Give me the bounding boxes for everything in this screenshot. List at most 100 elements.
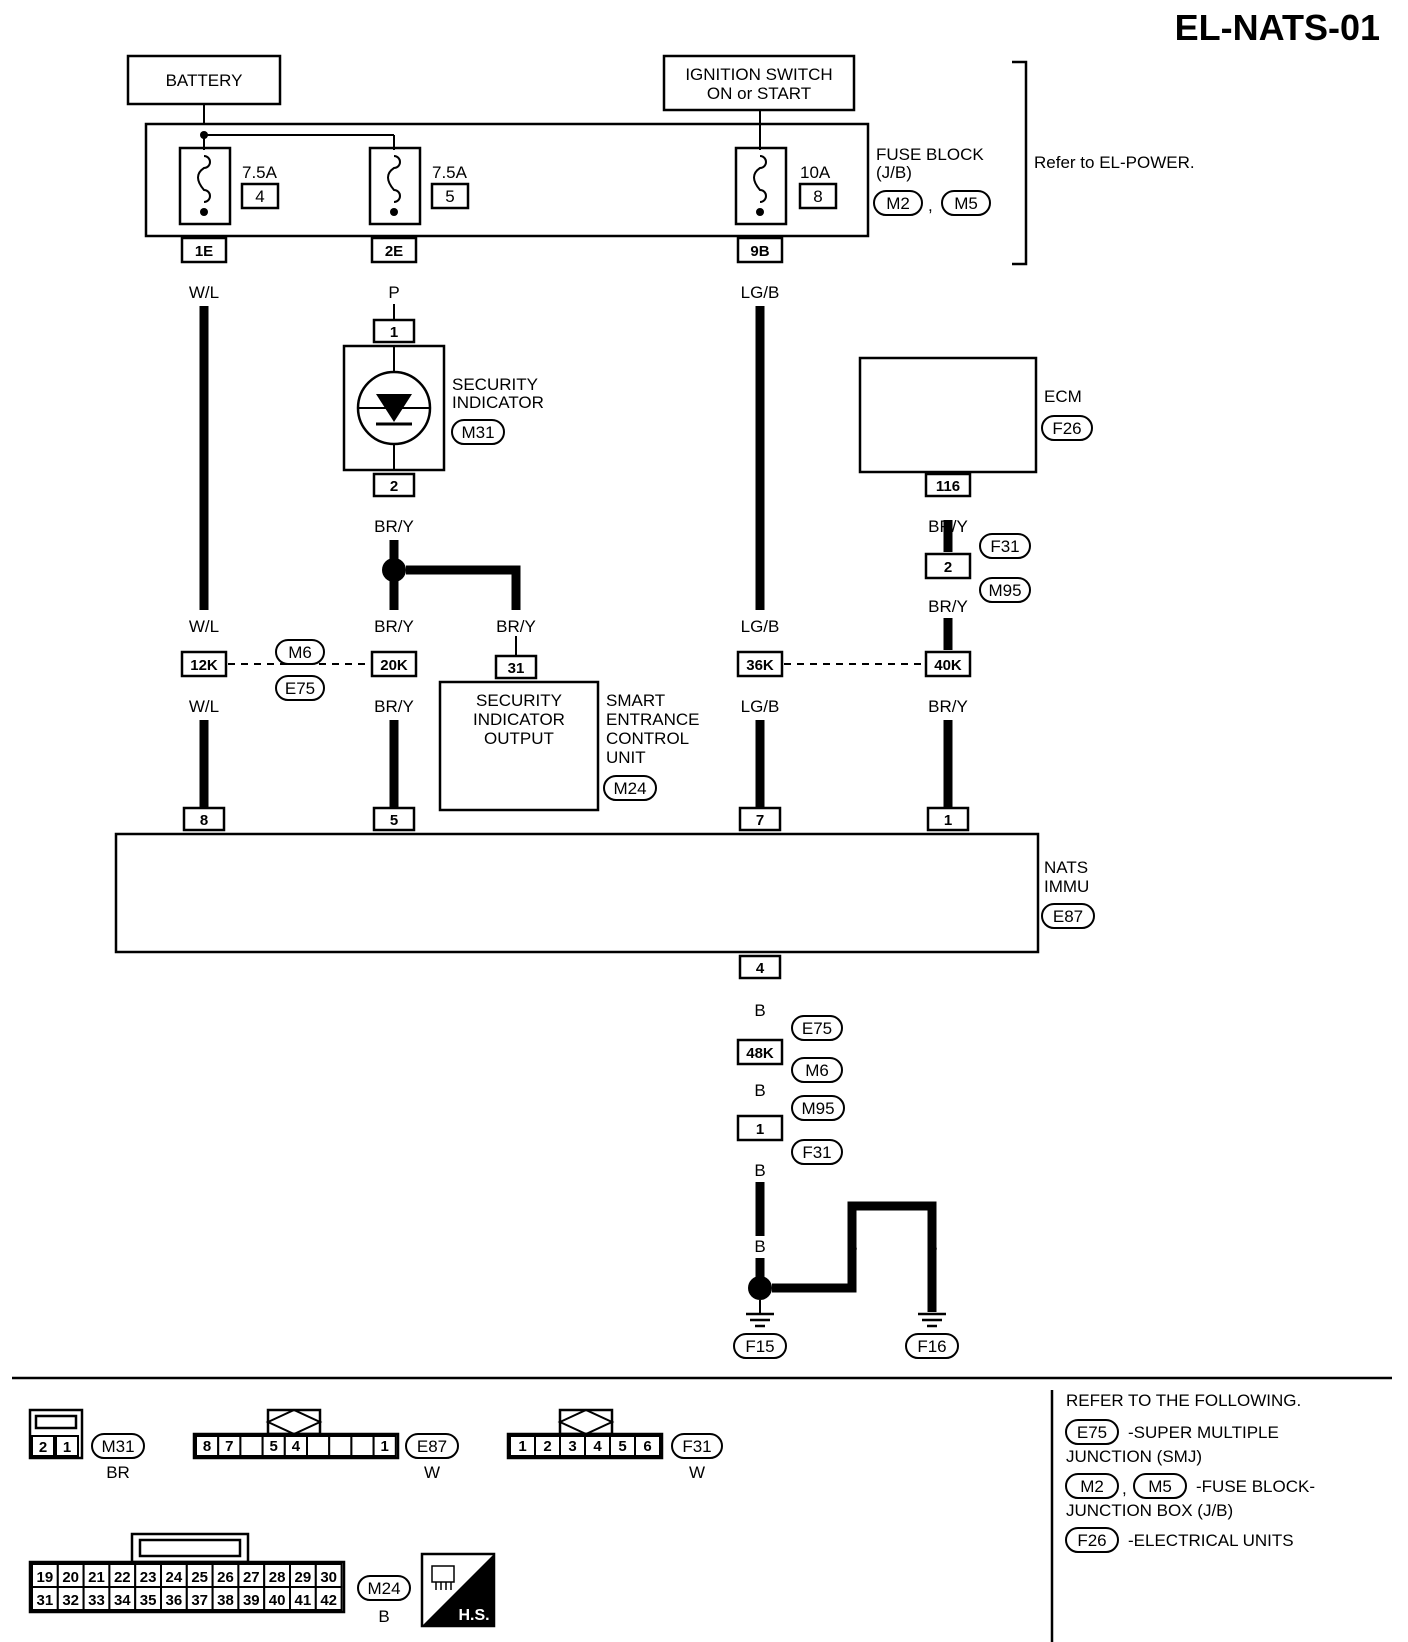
svg-text:1E: 1E [195,243,213,260]
joint-48k: 48K [736,1038,784,1066]
fuse-block-label-1: FUSE BLOCK [876,145,984,164]
nats-immu [114,832,1040,954]
hs-icon-label: H.S. [458,1607,489,1624]
connector-cell-label: 19 [37,1569,54,1586]
fuse-block-conn-m2: M2 [886,194,910,213]
refer-fb-desc-2: JUNCTION BOX (J/B) [1066,1501,1233,1520]
connector-cell-label: 37 [191,1592,208,1609]
wire-label-wl-low: W/L [189,697,219,716]
fuse-8-number: 8 [813,187,822,206]
connector-m31-name: M31 [101,1437,134,1456]
ground-joint-pin-1: 1 [756,1121,764,1138]
svg-text:12K: 12K [190,657,218,674]
connector-cell-label: 24 [166,1569,183,1586]
connector-cell-label: 30 [320,1569,337,1586]
joint-pin-2: 2 [944,559,952,576]
connector-cell-label: 31 [37,1592,54,1609]
wire-label-b-1: B [754,1001,765,1020]
wire-label-b-3: B [754,1161,765,1180]
svg-text:9B: 9B [750,243,769,260]
svg-text:2: 2 [39,1439,47,1456]
refer-e75-desc-2: JUNCTION (SMJ) [1066,1447,1202,1466]
connector-cell-label: 41 [295,1592,312,1609]
connector-cell-label: 26 [217,1569,234,1586]
svg-text:2E: 2E [385,243,403,260]
connector-e87-name: E87 [417,1437,447,1456]
connector-cell-label: 23 [140,1569,157,1586]
connector-cell-label: 20 [62,1569,79,1586]
terminal-1e: 1E [180,236,228,264]
connector-cell-label: 38 [217,1592,234,1609]
nats-pin-8: 8 [200,812,208,829]
refer-m2: M2 [1080,1477,1104,1496]
joint-conn-f31: F31 [990,537,1019,556]
connector-cell-label: 4 [292,1438,301,1455]
connector-cell-label: 4 [593,1438,602,1455]
smart-unit-inner-2: INDICATOR [473,710,565,729]
connector-cell-label: 5 [270,1438,278,1455]
ignition-label-2: ON or START [707,84,811,103]
connector-cell [634,1435,661,1457]
connector-cell-label: 36 [166,1592,183,1609]
joint-36k: 36K [736,650,784,678]
wire-label-bry-ecm-3: BR/Y [928,697,968,716]
fuse-4-rating: 7.5A [242,163,278,182]
connector-cell-label: 33 [88,1592,105,1609]
connector-cell-label: 25 [191,1569,208,1586]
ecm-label: ECM [1044,387,1082,406]
splice-dot-ground [748,1276,772,1300]
security-indicator-conn: M31 [461,423,494,442]
wire-label-wl-top: W/L [189,283,219,302]
nats-label-1: NATS [1044,858,1088,877]
connector-cell-label: 22 [114,1569,131,1586]
connector-cell-label: 28 [269,1569,286,1586]
connector-cell-label: 29 [295,1569,312,1586]
terminal-9b: 9B [736,236,784,264]
ground-joint-conn-e75: E75 [802,1019,832,1038]
connector-cell-label: 6 [643,1438,651,1455]
ignition-label-1: IGNITION SWITCH [685,65,832,84]
refer-fb-desc-1: -FUSE BLOCK- [1196,1477,1315,1496]
connector-cell-label: 39 [243,1592,260,1609]
refer-e75: E75 [1077,1423,1107,1442]
connector-cell-label: 34 [114,1592,131,1609]
wire-label-b-5: B [846,1237,857,1256]
joint-12k: 12K [180,650,228,678]
connector-cell [350,1435,375,1457]
wire-label-bry-1: BR/Y [374,517,414,536]
refer-power-text: Refer to EL-POWER. [1034,153,1195,172]
wire-label-wl-mid: W/L [189,617,219,636]
fuse-5: 7.5A 5 [368,146,470,226]
smart-unit-label-4: UNIT [606,748,646,767]
smart-unit-inner-1: SECURITY [476,691,562,710]
splice-dot-bry [382,558,406,582]
fuse-block [144,122,870,238]
fuse-5-number: 5 [445,187,454,206]
wire-label-b-6: B [926,1237,937,1256]
joint-40k: 40K [924,650,972,678]
fuse-4-number: 4 [255,187,264,206]
svg-text:20K: 20K [380,657,408,674]
wire-label-lgb-mid: LG/B [741,617,780,636]
ground-joint-conn-f31: F31 [802,1143,831,1162]
wire-label-lgb-low: LG/B [741,697,780,716]
fuse-block-conn-m5: M5 [954,194,978,213]
security-indicator-pin-2: 2 [390,478,398,495]
joint-conn-m6: M6 [288,643,312,662]
ground-f15: F15 [745,1337,774,1356]
smart-unit-label-1: SMART [606,691,665,710]
smart-unit-inner-3: OUTPUT [484,729,554,748]
ground-joint-conn-m95: M95 [801,1099,834,1118]
ecm-pin-116: 116 [936,478,960,495]
ground-symbol-f15 [746,1312,774,1328]
connector-cell-label: 32 [62,1592,79,1609]
smart-unit-conn: M24 [613,779,646,798]
joint-20k: 20K [370,650,418,678]
refer-m5: M5 [1148,1477,1172,1496]
svg-text:48K: 48K [746,1045,774,1062]
fuse-5-rating: 7.5A [432,163,468,182]
wire-label-bry-2: BR/Y [374,617,414,636]
terminal-2e: 2E [370,236,418,264]
